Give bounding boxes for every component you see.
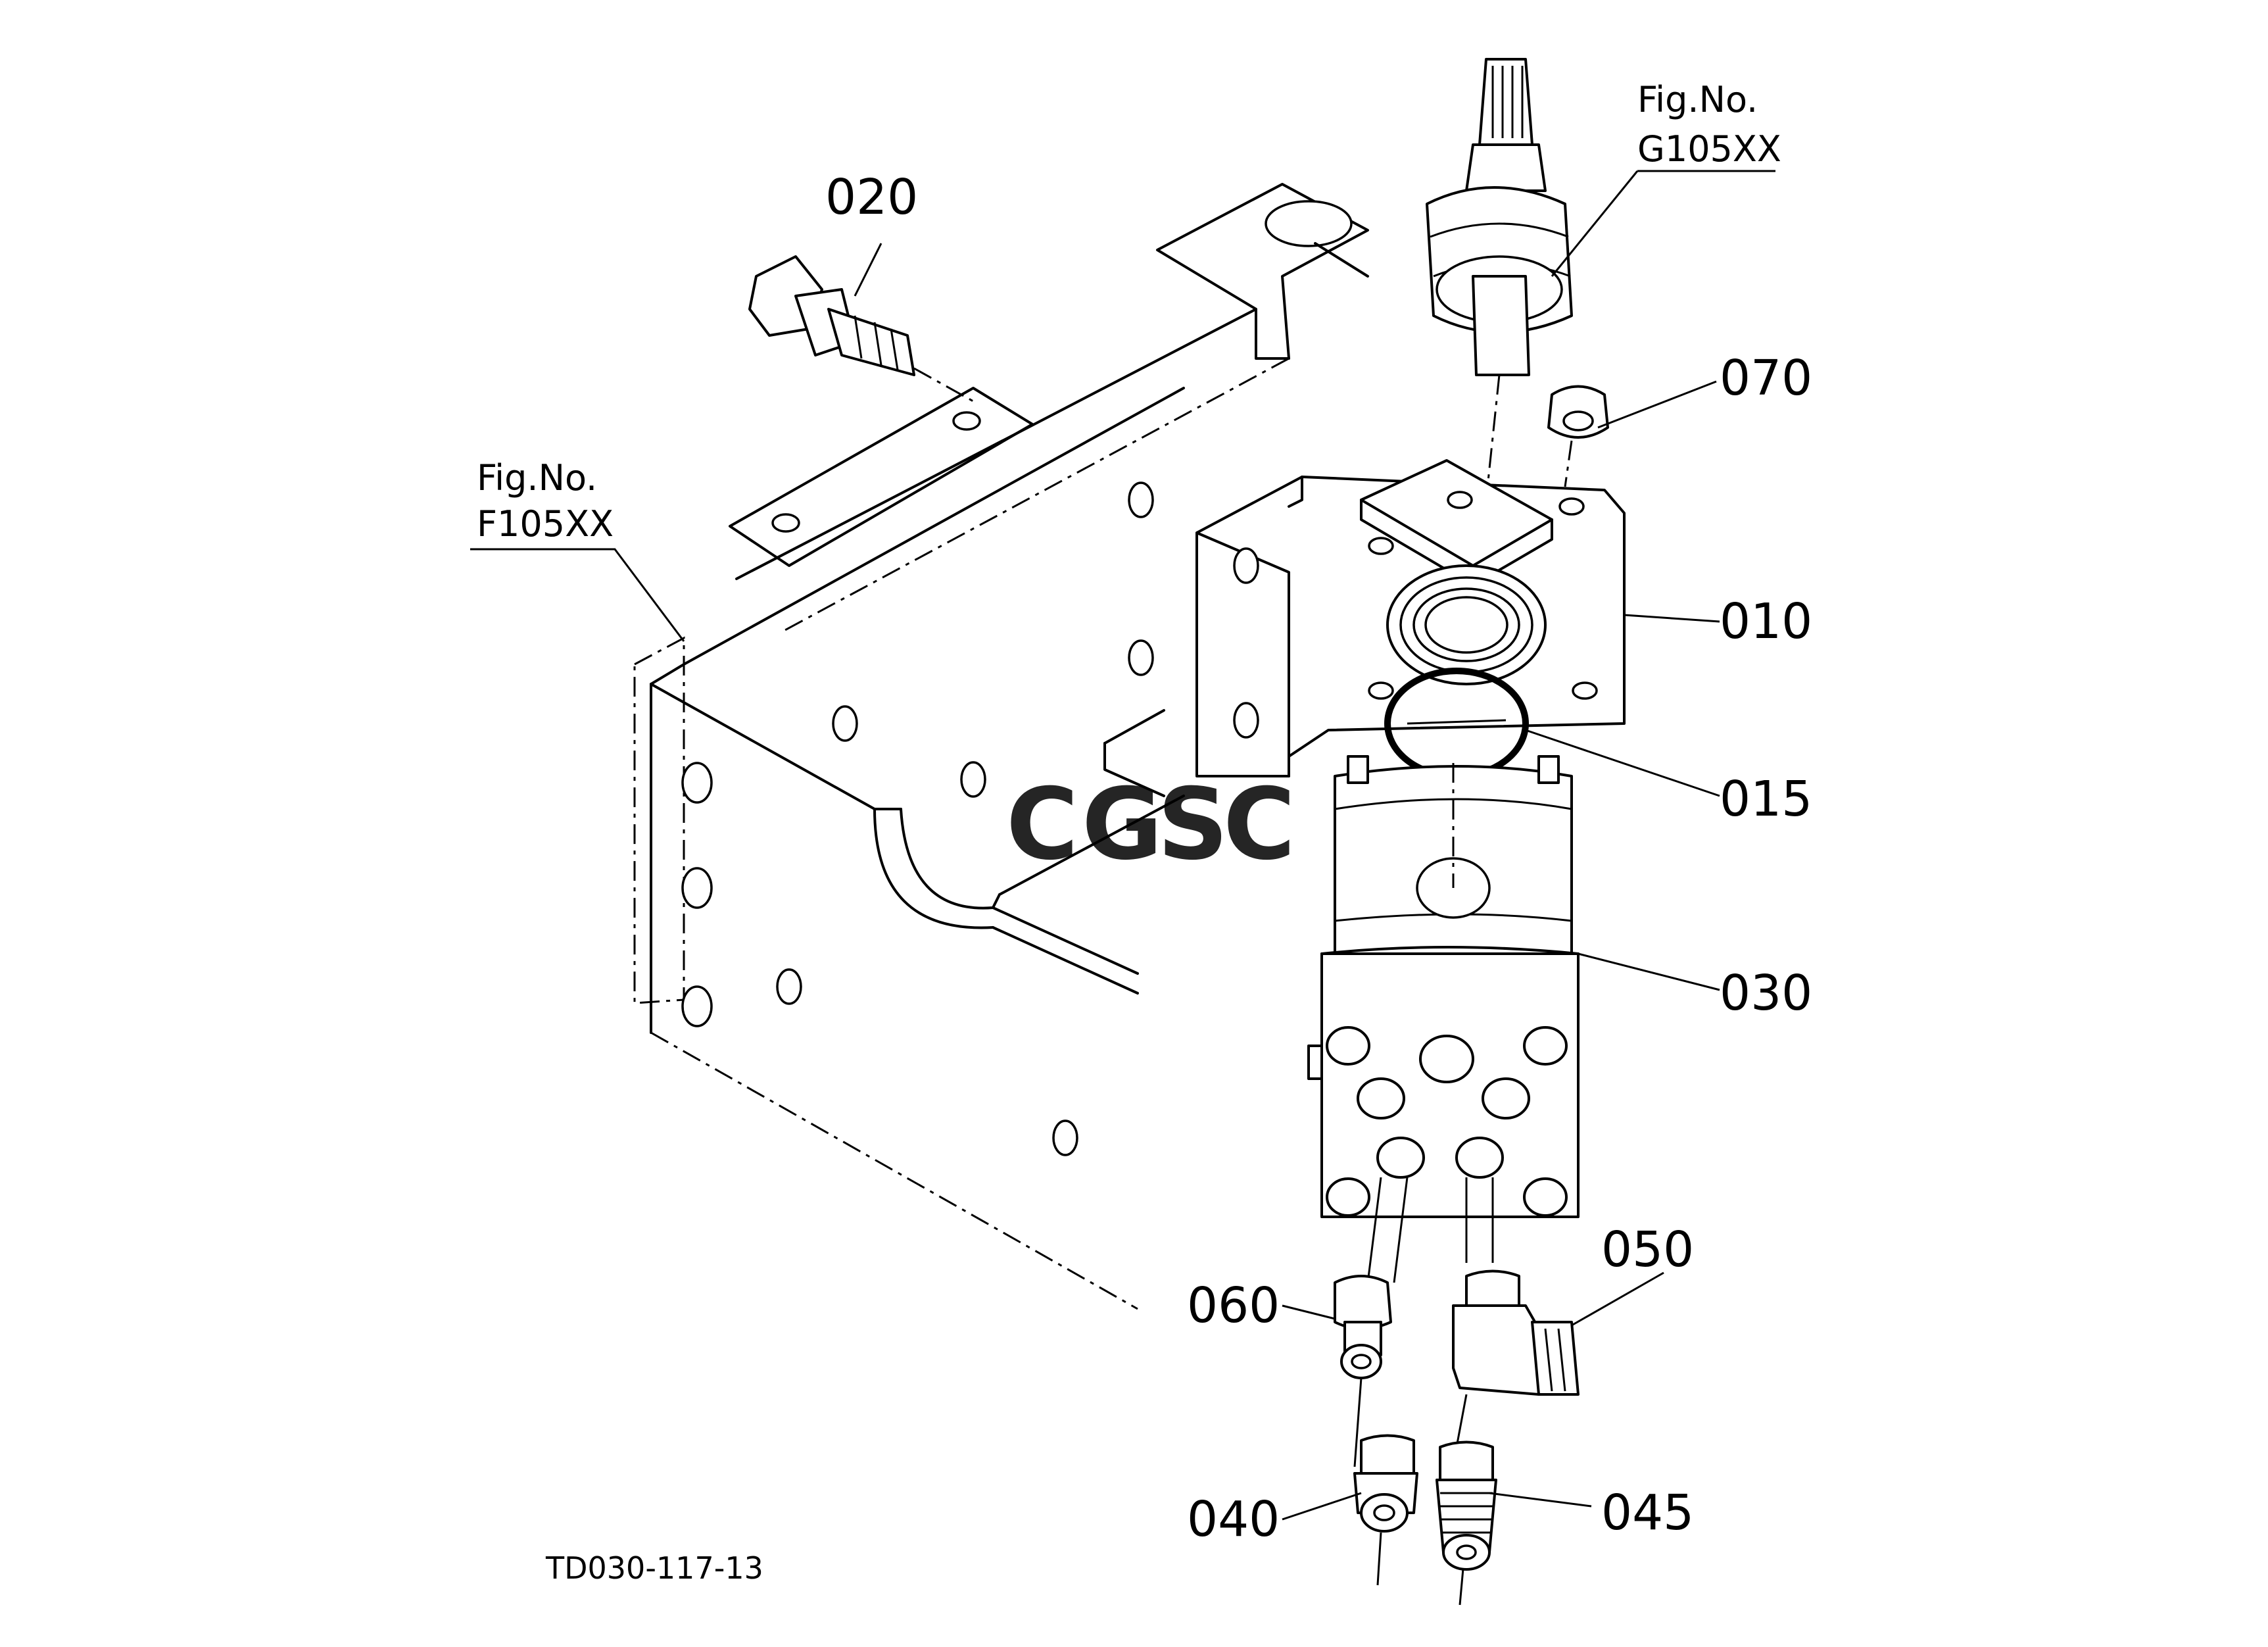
callout-010: 010 <box>1720 593 1812 650</box>
watermark-logo: C G S C <box>1006 768 1295 882</box>
fitting-040 <box>1353 1434 1418 1586</box>
fitting-045 <box>1436 1440 1497 1606</box>
fig-ref-g-line2: G105XX <box>1637 128 1781 170</box>
callout-070: 070 <box>1720 350 1812 406</box>
callout-020: 020 <box>825 169 918 226</box>
callout-060: 060 <box>1187 1277 1280 1334</box>
shaft-assembly <box>1426 58 1573 501</box>
bracket-010 <box>1195 459 1626 777</box>
frame-assembly <box>633 183 1369 1310</box>
drawing-number: TD030-117-13 <box>545 1550 763 1586</box>
watermark-letter: C <box>1006 768 1078 882</box>
callout-015: 015 <box>1720 771 1812 827</box>
callout-040: 040 <box>1187 1491 1280 1548</box>
callout-045: 045 <box>1601 1485 1694 1541</box>
valve-030 <box>1307 755 1580 1283</box>
bolt-020 <box>748 255 974 403</box>
callout-030: 030 <box>1720 965 1812 1021</box>
leader-lines <box>470 170 1775 1521</box>
watermark-letter: S <box>1157 768 1228 882</box>
watermark-letter: G <box>1082 768 1163 882</box>
fitting-060 <box>1334 1275 1392 1467</box>
watermark-letter: C <box>1223 768 1295 882</box>
nut-070 <box>1547 385 1609 487</box>
elbow-050 <box>1452 1269 1580 1448</box>
fig-ref-f-line2: F105XX <box>477 503 614 545</box>
fig-ref-g-line1: Fig.No. <box>1637 79 1758 120</box>
fig-ref-f-line1: Fig.No. <box>477 457 597 499</box>
callout-050: 050 <box>1601 1221 1694 1278</box>
